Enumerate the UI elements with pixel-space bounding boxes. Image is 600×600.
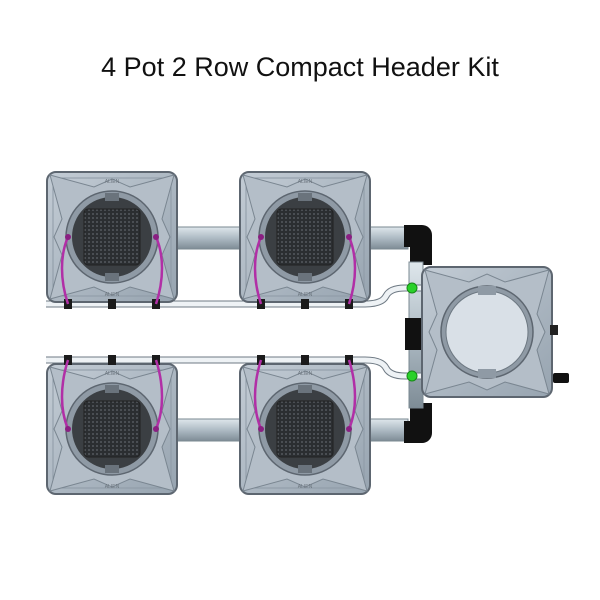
pipe-bottom-middle bbox=[175, 418, 245, 442]
elbow-bottom bbox=[404, 403, 432, 443]
drip-tube-ends bbox=[65, 234, 352, 432]
connector-bottom bbox=[406, 370, 418, 382]
drip-tubes bbox=[60, 236, 357, 430]
brain-fitting-upper bbox=[550, 325, 558, 335]
feed-clips bbox=[64, 299, 353, 365]
brain-fitting-lower bbox=[553, 373, 569, 383]
elbow-top bbox=[404, 225, 432, 265]
pipe-top-middle bbox=[175, 226, 245, 250]
brain-pot bbox=[421, 266, 553, 398]
connector-top bbox=[406, 282, 418, 294]
feed-line-top bbox=[46, 285, 425, 307]
pipe-bottom-right bbox=[367, 418, 409, 442]
page-title: 4 Pot 2 Row Compact Header Kit bbox=[101, 52, 499, 82]
pipe-top-right bbox=[367, 226, 409, 250]
feed-line-bottom bbox=[46, 357, 425, 379]
